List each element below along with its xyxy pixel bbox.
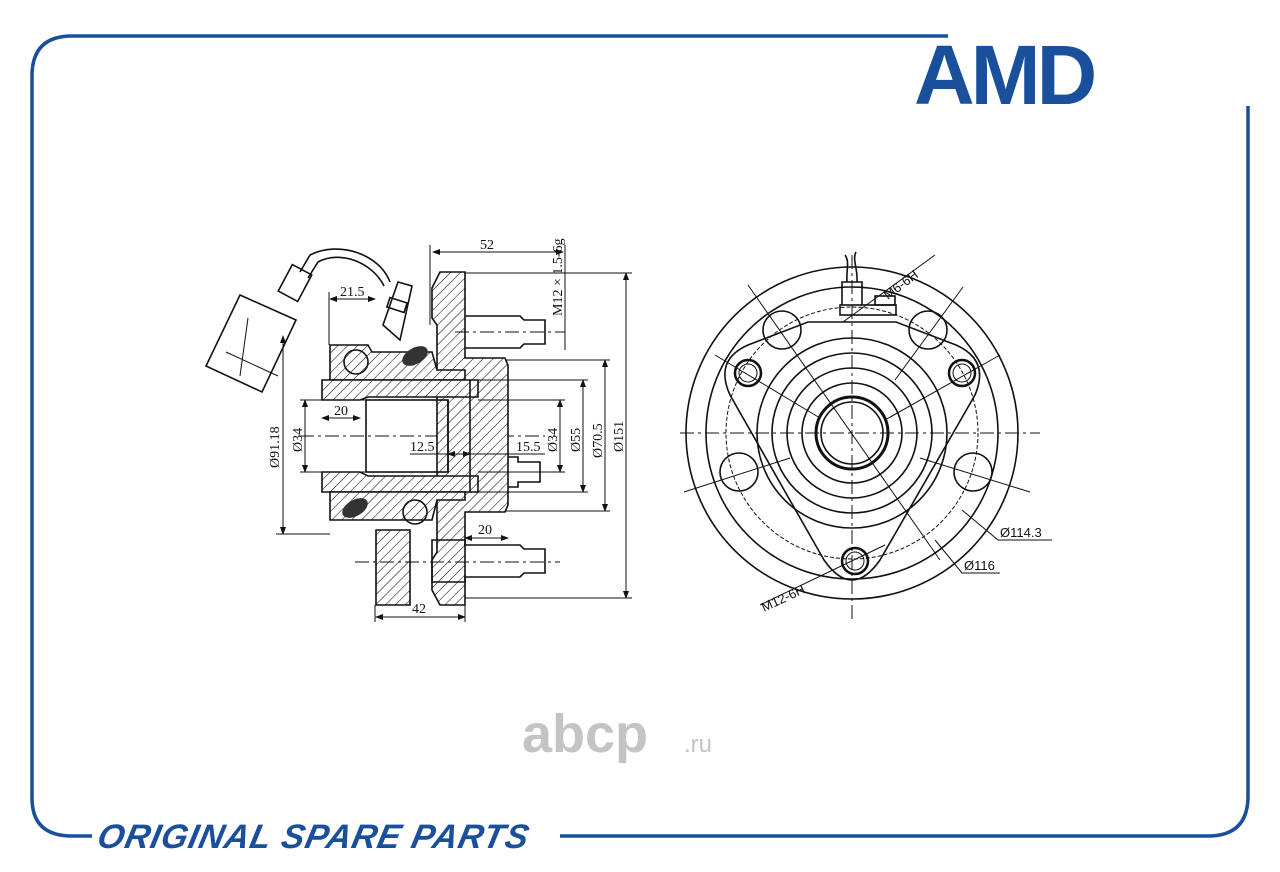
dim-15-5: 15.5 xyxy=(516,440,541,455)
front-view: M6-6H Ø114.3 Ø116 M12-6H xyxy=(680,251,1052,620)
dim-12-5: 12.5 xyxy=(410,440,435,455)
page-frame xyxy=(30,34,1250,838)
bolt-hole xyxy=(840,546,870,576)
dim-sensor-thread: M6-6H xyxy=(881,267,921,302)
dim-pcd: Ø114.3 xyxy=(1000,525,1042,540)
dim-52: 52 xyxy=(480,238,494,253)
bolt-hole xyxy=(947,358,977,388)
dim-42: 42 xyxy=(412,602,426,617)
svg-text:abcp: abcp xyxy=(522,704,648,764)
svg-text:AMD: AMD xyxy=(914,28,1095,122)
dim-stud-thread: M12 × 1.5-6g xyxy=(551,238,566,316)
svg-text:.ru: .ru xyxy=(684,731,712,758)
dim-34-right: Ø34 xyxy=(546,428,561,452)
dim-91-18: Ø91.18 xyxy=(268,426,283,468)
side-section-view: 52 M12 × 1.5-6g 21.5 20 Ø91.18 Ø34 12.5 … xyxy=(204,238,632,622)
dim-20-left: 20 xyxy=(334,404,348,419)
dim-151: Ø151 xyxy=(612,421,627,452)
dim-55: Ø55 xyxy=(569,428,584,452)
bolt-hole xyxy=(733,358,763,388)
dim-34-left: Ø34 xyxy=(291,428,306,452)
dim-70-5: Ø70.5 xyxy=(591,423,606,458)
dim-21-5: 21.5 xyxy=(340,285,365,300)
footer-slogan: ORIGINAL SPARE PARTS xyxy=(94,818,533,856)
dim-116: Ø116 xyxy=(964,558,995,573)
dim-20-bottom: 20 xyxy=(478,523,492,538)
dim-bolt-thread: M12-6H xyxy=(759,582,807,615)
amd-logo: AMD xyxy=(914,28,1099,122)
watermark: abcp .ru xyxy=(522,704,712,764)
